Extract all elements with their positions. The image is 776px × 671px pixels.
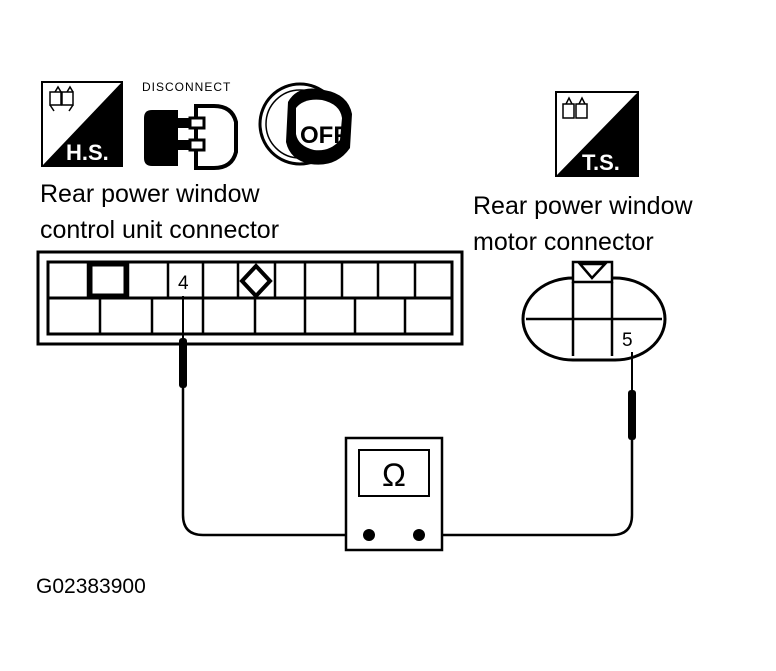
ohmmeter: Ω: [344, 436, 444, 552]
control-unit-connector: 4: [36, 250, 464, 346]
terminal-side-icon: T.S.: [555, 91, 639, 177]
disconnect-icon: DISCONNECT: [142, 80, 238, 170]
figure-code: G02383900: [36, 575, 146, 598]
pin-4-label: 4: [178, 273, 189, 294]
left-probe: [179, 296, 187, 515]
right-lead-wire: [419, 514, 634, 537]
meter-terminal-right: [413, 529, 425, 541]
right-connector-label-line2: motor connector: [473, 228, 654, 256]
hs-label: H.S.: [66, 140, 109, 165]
ts-label: T.S.: [582, 150, 620, 175]
motor-connector: 5: [521, 260, 667, 362]
left-connector-label-line2: control unit connector: [40, 216, 279, 244]
disconnect-label: DISCONNECT: [142, 80, 231, 94]
left-connector-label-line1: Rear power window: [40, 180, 260, 208]
off-label: OFF: [300, 122, 348, 149]
connector-symbol-icon: [49, 85, 74, 112]
left-lead-wire: [181, 514, 369, 537]
meter-terminal-left: [363, 529, 375, 541]
pin-5-label: 5: [622, 330, 633, 351]
connector-symbol-icon: [562, 96, 588, 119]
harness-side-icon: H.S.: [41, 81, 123, 167]
right-probe: [628, 352, 636, 515]
right-connector-label-line1: Rear power window: [473, 192, 693, 220]
ignition-off-icon: OFF: [258, 82, 352, 166]
ohm-symbol: Ω: [382, 457, 406, 493]
